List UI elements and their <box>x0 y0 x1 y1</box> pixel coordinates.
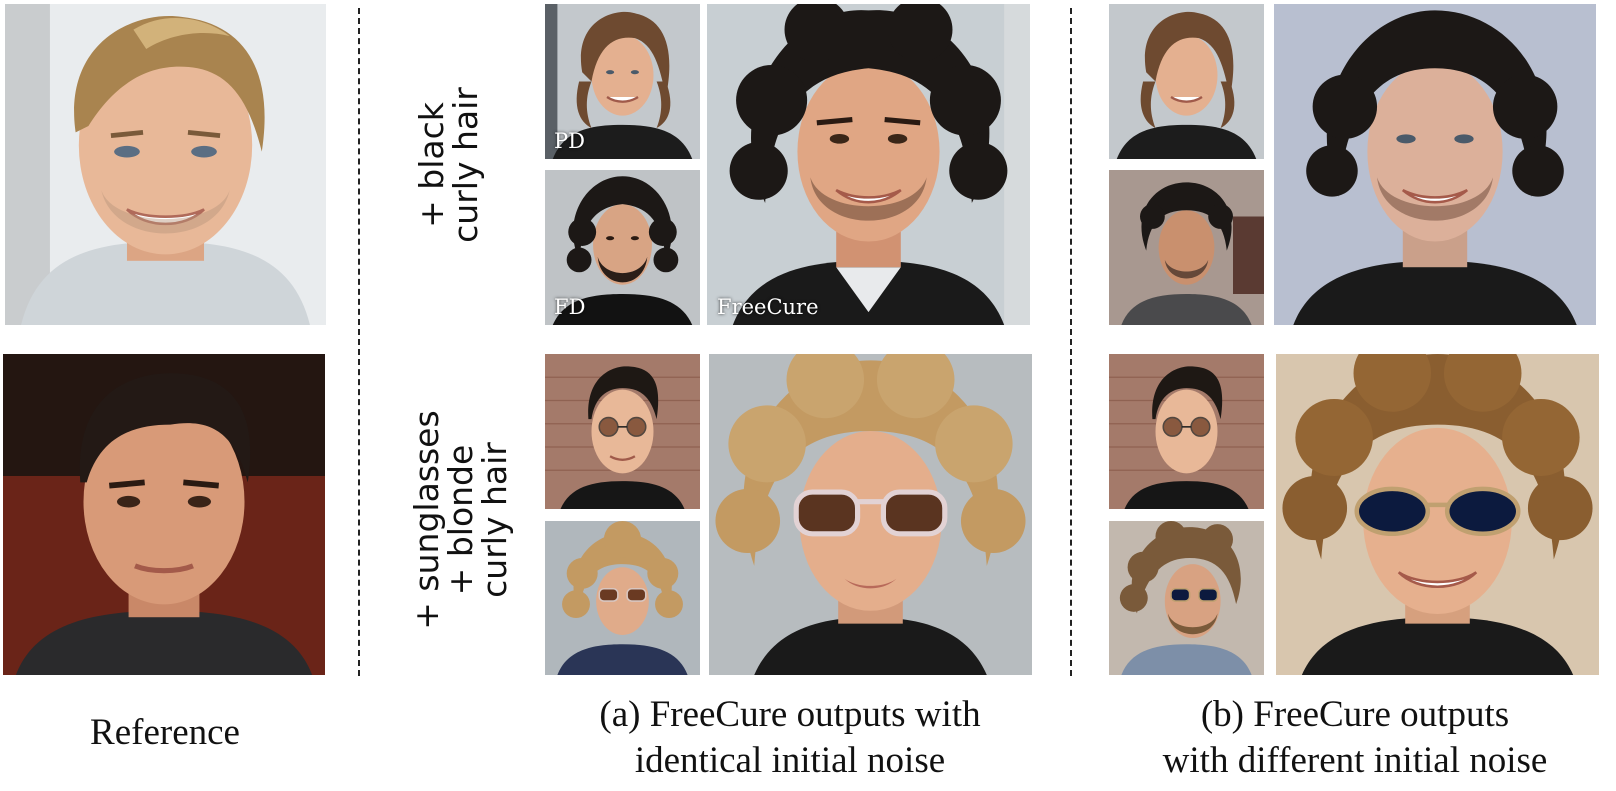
panel-a-row2-fd <box>545 521 700 675</box>
row1-label-line2: curly hair <box>446 87 485 243</box>
tag-freecure: FreeCure <box>717 295 819 319</box>
panel-a-row2-freecure <box>709 354 1032 675</box>
caption-a-line2: identical initial noise <box>634 740 946 781</box>
panel-b-row1-small-top <box>1109 4 1264 159</box>
panel-a-row2-pd <box>545 354 700 509</box>
caption-b-line1: (b) FreeCure outputs <box>1200 694 1510 735</box>
divider-right <box>1070 8 1072 676</box>
divider-left <box>358 8 360 676</box>
panel-b-row2-small-bottom <box>1109 521 1264 675</box>
caption-a-line1: (a) FreeCure outputs with <box>599 694 981 735</box>
row1-label-line1: + black <box>412 102 451 228</box>
row2-label-line1: + sunglasses <box>407 410 446 630</box>
panel-a-row1-pd: PD <box>545 4 700 159</box>
caption-b-line2: with different initial noise <box>1162 740 1548 781</box>
row2-label-line2: + blonde <box>441 444 480 596</box>
panel-b-row1-small-bottom <box>1109 170 1264 325</box>
panel-a-row1-fd: FD <box>545 170 700 325</box>
reference-photo-bottom <box>3 354 325 675</box>
panel-b-row2-small-top <box>1109 354 1264 509</box>
reference-photo-top <box>5 4 326 325</box>
row1-label: + black curly hair <box>412 40 495 290</box>
caption-a: (a) FreeCure outputs with identical init… <box>555 692 1025 784</box>
tag-fd: FD <box>554 295 586 319</box>
panel-b-row2-large <box>1276 354 1599 675</box>
tag-pd: PD <box>554 129 585 153</box>
caption-b: (b) FreeCure outputs with different init… <box>1110 692 1600 784</box>
reference-caption: Reference <box>90 712 240 753</box>
row2-label: + sunglasses + blonde curly hair <box>407 385 530 655</box>
panel-b-row1-large <box>1274 4 1596 325</box>
row2-label-line3: curly hair <box>475 442 514 598</box>
panel-a-row1-freecure: FreeCure <box>707 4 1030 325</box>
